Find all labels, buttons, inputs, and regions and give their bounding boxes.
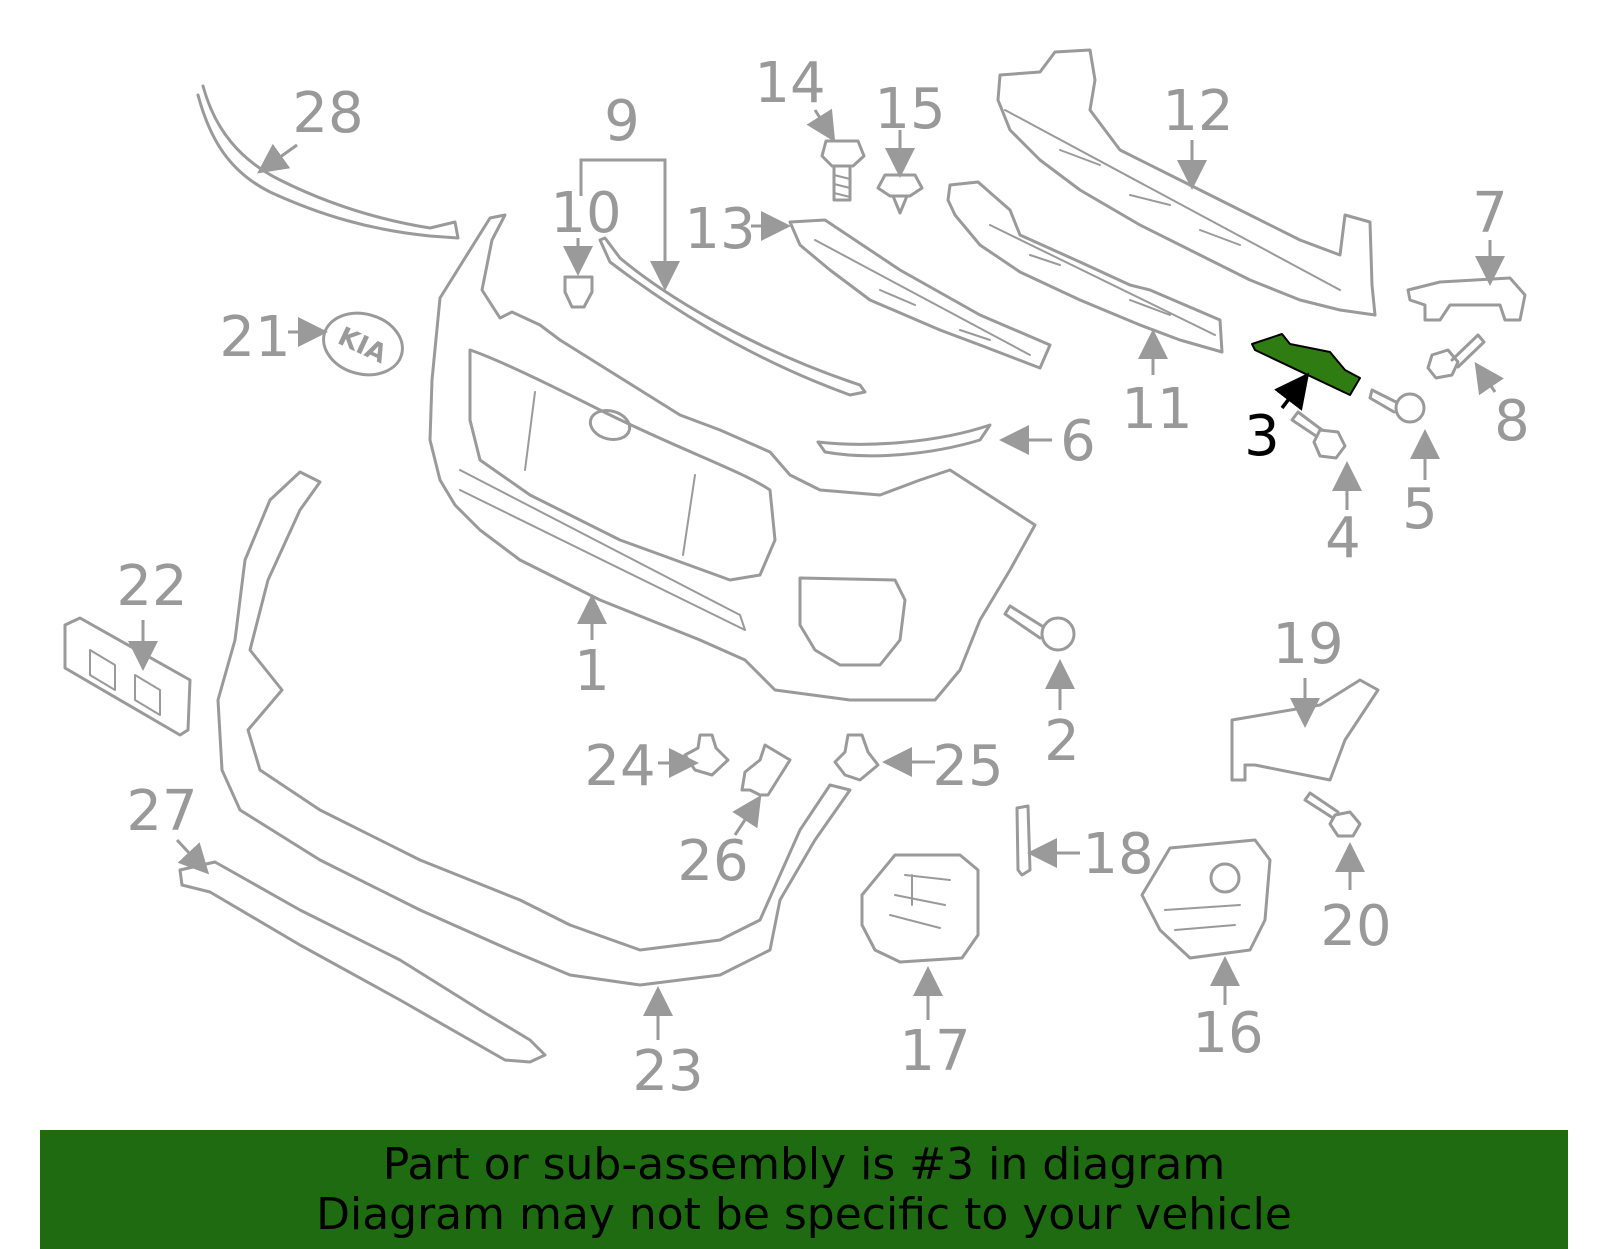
callout-4: 4	[1325, 506, 1361, 571]
callout-24: 24	[584, 734, 655, 799]
callout-20: 20	[1320, 894, 1391, 959]
part-27-strip	[178, 860, 547, 1064]
part-17-fog-bezel	[860, 853, 980, 964]
callout-16: 16	[1192, 1001, 1263, 1066]
callout-22: 22	[116, 554, 187, 619]
callout-2: 2	[1044, 709, 1080, 774]
callout-3-highlighted: 3	[1244, 404, 1280, 469]
part-10-clip	[563, 275, 594, 309]
part-20-bolt	[1303, 791, 1362, 838]
part-6-trim	[816, 423, 992, 458]
part-13-cover	[788, 218, 1052, 370]
part-5-screw	[1368, 388, 1426, 424]
part-16-fog-bezel	[1140, 838, 1272, 960]
banner-line-2: Diagram may not be specific to your vehi…	[316, 1188, 1292, 1240]
part-14-bolt	[820, 139, 866, 202]
part-24-clip	[683, 733, 730, 777]
part-4-bolt	[1290, 410, 1347, 460]
part-23-lower-cover	[216, 470, 852, 987]
callout-9: 9	[604, 89, 640, 154]
callout-15: 15	[874, 77, 945, 142]
part-11-absorber	[946, 180, 1224, 354]
part-18-strip	[1015, 804, 1032, 877]
callout-10: 10	[550, 181, 621, 246]
callout-labels: 28 21 10 9 13 14 15 12 11 7 8 5 4 3 6 1 …	[116, 51, 1529, 1104]
part-3-bracket-highlighted	[1251, 333, 1361, 396]
callout-27: 27	[126, 779, 197, 844]
callout-14: 14	[754, 51, 825, 116]
callout-12: 12	[1162, 79, 1233, 144]
callout-6: 6	[1060, 409, 1096, 474]
callout-5: 5	[1402, 477, 1438, 542]
part-19-bracket	[1230, 678, 1380, 782]
callout-26: 26	[677, 829, 748, 894]
callout-19: 19	[1272, 612, 1343, 677]
callout-11: 11	[1121, 377, 1192, 442]
part-12-beam	[996, 48, 1377, 317]
part-1-bumper-cover	[428, 213, 1037, 702]
banner-line-1: Part or sub-assembly is #3 in diagram	[382, 1138, 1226, 1190]
part-22-plate-bracket	[63, 616, 192, 737]
part-8-bolt	[1426, 333, 1486, 380]
part-2-screw	[1003, 604, 1076, 652]
callout-28: 28	[292, 81, 363, 146]
callout-25: 25	[932, 734, 1003, 799]
callout-18: 18	[1082, 822, 1153, 887]
part-25-clip	[833, 733, 880, 782]
part-7-bracket	[1406, 276, 1527, 322]
info-banner: Part or sub-assembly is #3 in diagram Di…	[40, 1130, 1568, 1249]
part-28-molding	[196, 84, 460, 240]
callout-21: 21	[219, 305, 290, 370]
callout-13: 13	[684, 197, 755, 262]
part-15-clip	[876, 173, 924, 215]
leader-lines	[128, 108, 1505, 1040]
callout-8: 8	[1494, 389, 1530, 454]
emblem-text: KIA	[333, 322, 391, 370]
part-26-bracket	[740, 743, 792, 797]
callout-1: 1	[574, 639, 610, 704]
callout-7: 7	[1472, 181, 1508, 246]
callout-17: 17	[899, 1019, 970, 1084]
callout-23: 23	[632, 1039, 703, 1104]
part-21-emblem: KIA	[322, 311, 404, 377]
